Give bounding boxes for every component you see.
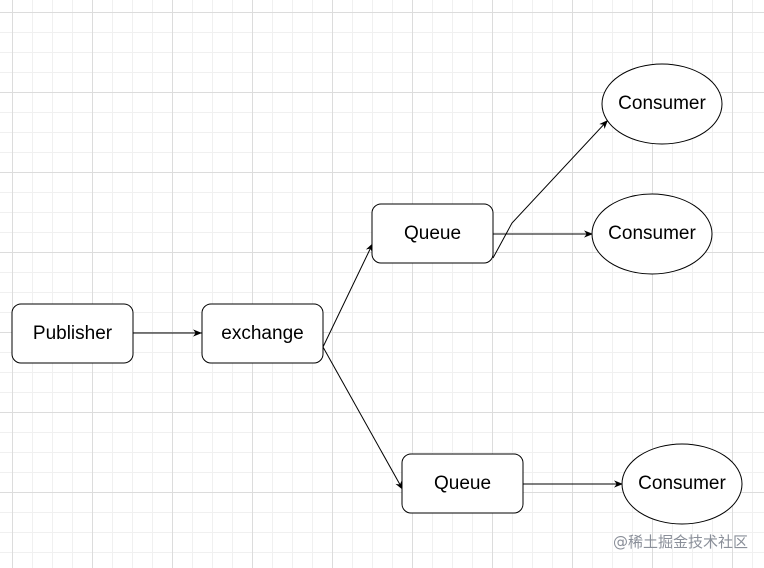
queue-top-label: Queue [404, 223, 461, 244]
publisher-node[interactable]: Publisher [11, 303, 134, 364]
consumer-2-label: Consumer [608, 223, 696, 244]
consumer-1-label: Consumer [618, 93, 706, 114]
consumer-3-node[interactable]: Consumer [621, 443, 743, 525]
consumer-1-node[interactable]: Consumer [601, 63, 723, 145]
edge-exchange-queue-top [322, 242, 374, 348]
edge-queue-top-consumer-1 [492, 119, 609, 259]
exchange-node[interactable]: exchange [201, 303, 324, 364]
queue-bottom-node[interactable]: Queue [401, 453, 524, 514]
consumer-2-node[interactable]: Consumer [591, 193, 713, 275]
consumer-3-label: Consumer [638, 473, 726, 494]
exchange-label: exchange [221, 323, 303, 344]
edge-exchange-queue-bottom [322, 346, 404, 491]
publisher-label: Publisher [33, 323, 113, 344]
watermark-text: @稀土掘金技术社区 [612, 533, 748, 551]
queue-bottom-label: Queue [434, 473, 491, 494]
queue-top-node[interactable]: Queue [371, 203, 494, 264]
